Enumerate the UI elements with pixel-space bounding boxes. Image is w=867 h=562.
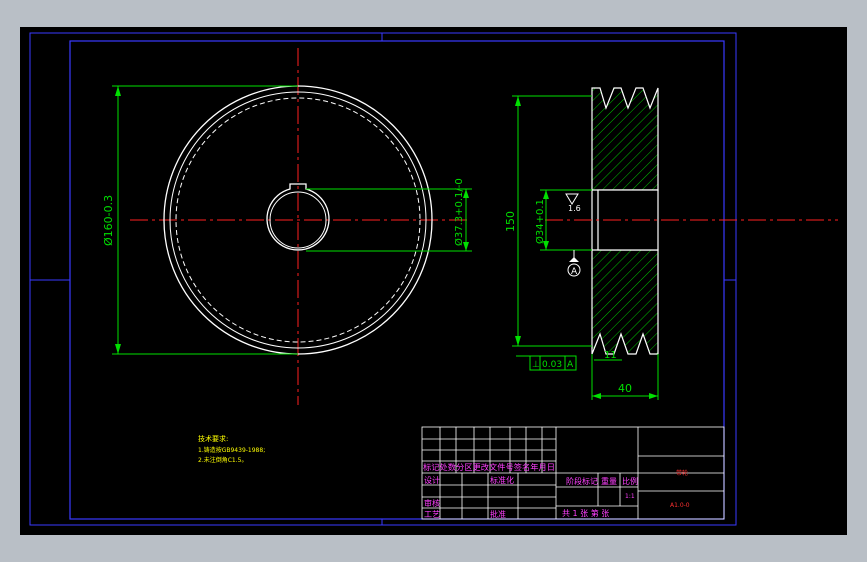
tolerance-frame <box>529 355 577 371</box>
tb-header-row: 标记处数分区更改文件号签名年月日 <box>423 462 555 472</box>
tb-standardization-label: 标准化 <box>490 475 514 485</box>
sheet-border-outer <box>29 32 737 526</box>
section-lower-body <box>591 249 659 355</box>
tb-process-label: 工艺 <box>424 510 440 519</box>
datum-label: A <box>571 267 578 277</box>
shaft-diameter-label: Ø34+0.1 <box>534 199 546 244</box>
outer-diameter-label: Ø160-0.3 <box>102 195 115 246</box>
height-label: 150 <box>504 211 517 232</box>
dim40-arrow-right <box>649 393 658 399</box>
front-view: Ø160-0.3 Ø37.3+0.1/-0 <box>102 48 472 405</box>
title-block-text: 标记处数分区更改文件号签名年月日 设计 标准化 审核 工艺 批准 阶段标记 重量… <box>423 462 690 519</box>
tolerance-symbol: ⊥ <box>532 360 540 370</box>
section-upper-body <box>591 87 659 191</box>
width-label: 40 <box>618 382 632 395</box>
tb-approve-label: 批准 <box>490 509 506 519</box>
notes-line-2: 2.未注倒角C1.5。 <box>198 456 247 464</box>
tolerance-datum: A <box>567 360 574 370</box>
title-block <box>421 426 725 520</box>
tb-drawing-number: A1.0-0 <box>670 502 690 509</box>
pitch-circle-hidden <box>175 97 421 343</box>
groove-circle <box>169 91 427 349</box>
tb-design-label: 设计 <box>424 475 440 485</box>
roughness-symbol <box>565 193 579 205</box>
drawing-canvas[interactable] <box>20 27 847 535</box>
technical-notes: 技术要求: 1.铸造按GB9439-1988; 2.未注倒角C1.5。 <box>198 434 265 464</box>
roughness-value: 1.6 <box>568 204 581 213</box>
dim34-arrow-down <box>543 241 549 250</box>
arrow-down <box>115 344 121 354</box>
tb-scale-value: 1:1 <box>625 493 635 500</box>
section-view: 150 Ø34+0.1 1.6 A ⊥ 0.03 A 11 40 <box>504 87 838 400</box>
arrow-bore-up <box>463 189 469 198</box>
datum-triangle <box>569 257 579 262</box>
tb-stage-label: 阶段标记 <box>566 476 598 486</box>
tb-sheets-label: 共 1 张 第 张 <box>562 508 609 518</box>
tb-part-name: 带轮 <box>676 469 688 477</box>
tb-weight-label: 重量 <box>601 476 617 486</box>
bore-diameter-label: Ø37.3+0.1/-0 <box>453 178 465 246</box>
tb-review-label: 审核 <box>424 498 440 508</box>
groove-label: 11 <box>604 350 617 361</box>
dim150-arrow-down <box>515 336 521 346</box>
dim40-arrow-left <box>592 393 601 399</box>
dim34-arrow-up <box>543 190 549 199</box>
notes-heading: 技术要求: <box>198 434 228 443</box>
tb-scale-label: 比例 <box>622 476 638 486</box>
bore-inner-circle <box>269 191 327 249</box>
datum-circle <box>567 263 581 277</box>
bore-with-keyway <box>266 183 330 251</box>
tolerance-value: 0.03 <box>542 360 562 370</box>
dim150-arrow-up <box>515 96 521 106</box>
arrow-bore-down <box>463 242 469 251</box>
notes-line-1: 1.铸造按GB9439-1988; <box>198 446 265 454</box>
arrow-up <box>115 86 121 96</box>
